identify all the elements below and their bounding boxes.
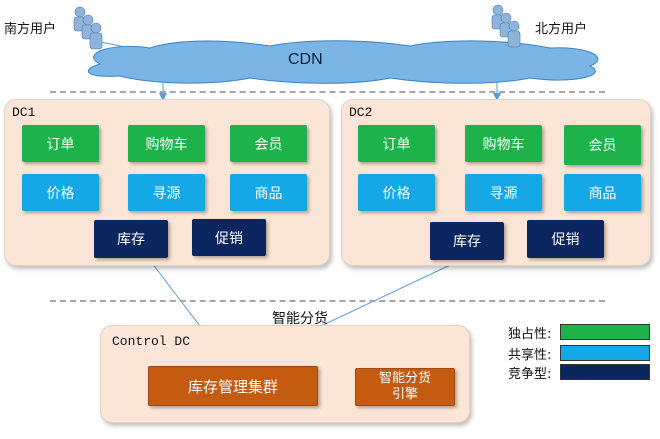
dc1-promotion-box: 促销 bbox=[192, 219, 266, 256]
dc1-inventory-box: 库存 bbox=[94, 220, 168, 258]
middle-divider bbox=[50, 300, 605, 302]
dc2-price-box: 价格 bbox=[358, 174, 435, 211]
south-users-icon bbox=[73, 6, 103, 50]
dc2-promotion-box: 促销 bbox=[527, 220, 604, 258]
dc2-member-box: 会员 bbox=[564, 125, 641, 165]
dc1-cart-box: 购物车 bbox=[128, 125, 205, 162]
legend-competitive-swatch bbox=[560, 364, 650, 380]
dc2-inventory-box: 库存 bbox=[430, 222, 504, 260]
dc1-sourcing-box: 寻源 bbox=[128, 174, 205, 211]
dc1-order-box: 订单 bbox=[22, 125, 99, 162]
dc2-product-box: 商品 bbox=[564, 174, 641, 211]
dc1-price-box: 价格 bbox=[22, 174, 99, 211]
dc2-order-box: 订单 bbox=[358, 125, 435, 162]
cdn-label: CDN bbox=[288, 51, 323, 68]
dc2-sourcing-box: 寻源 bbox=[465, 174, 542, 211]
legend-exclusive-swatch bbox=[560, 324, 650, 340]
legend-competitive-label: 竞争型: bbox=[508, 367, 552, 382]
dc2-title: DC2 bbox=[349, 105, 373, 120]
dc1-member-box: 会员 bbox=[230, 125, 307, 162]
top-divider bbox=[50, 91, 605, 93]
dc1-title: DC1 bbox=[12, 105, 36, 120]
cdn-cloud bbox=[88, 40, 599, 84]
legend-shared-label: 共享性: bbox=[508, 348, 552, 363]
dc1-product-box: 商品 bbox=[230, 174, 307, 211]
control-dc-title: Control DC bbox=[112, 334, 191, 349]
inventory-cluster-box: 库存管理集群 bbox=[148, 366, 318, 406]
engine-label-line1: 智能分货 bbox=[378, 371, 431, 386]
legend-shared-swatch bbox=[560, 345, 650, 361]
legend-exclusive-label: 独占性: bbox=[508, 327, 552, 342]
dc2-cart-box: 购物车 bbox=[465, 125, 542, 162]
south-users-label: 南方用户 bbox=[4, 22, 57, 37]
smart-allocation-engine-box: 智能分货 引擎 bbox=[355, 368, 455, 406]
north-users-label: 北方用户 bbox=[535, 22, 588, 37]
smart-allocation-flow-label: 智能分货 bbox=[272, 311, 328, 327]
north-users-icon bbox=[491, 4, 521, 48]
engine-label-line2: 引擎 bbox=[391, 387, 418, 402]
